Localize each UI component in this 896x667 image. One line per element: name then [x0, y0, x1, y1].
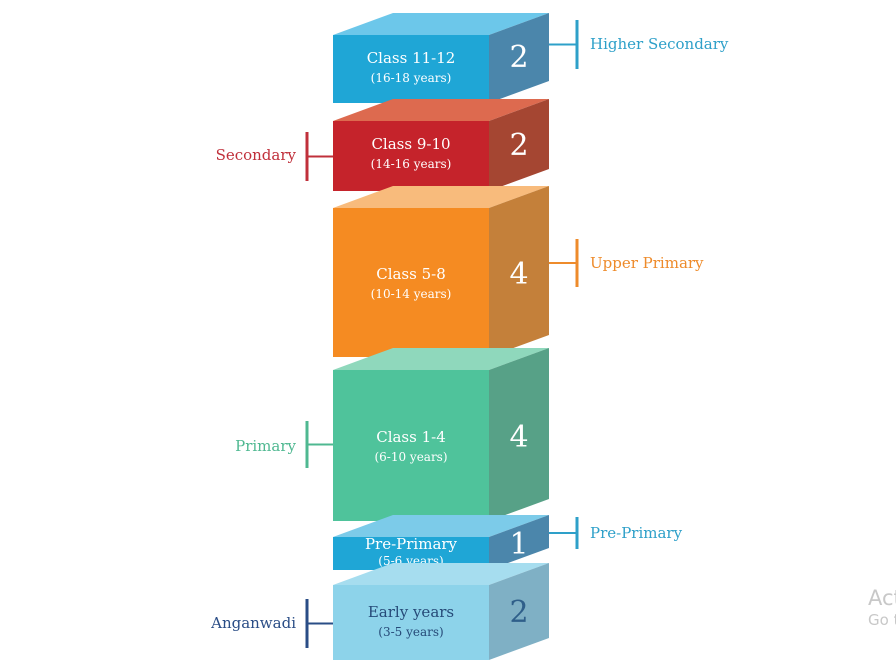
- stage-block-higher-secondary: Class 11-12 (16-18 years) 2: [333, 13, 549, 103]
- block-age-range: (10-14 years): [371, 287, 452, 301]
- stage-bracket: [549, 239, 579, 287]
- stage-label-higher-secondary: Higher Secondary: [590, 35, 729, 53]
- block-class-title: Class 11-12: [367, 49, 456, 67]
- block-class-title: Class 1-4: [376, 428, 446, 446]
- stage-label-anganwadi: Anganwadi: [211, 614, 296, 632]
- block-front-face: [333, 121, 489, 191]
- block-year-count: 4: [509, 257, 528, 292]
- block-front-face: [333, 370, 489, 521]
- block-top-face: [333, 515, 549, 537]
- block-class-title: Pre-Primary: [365, 535, 458, 553]
- stage-bracket: [305, 421, 333, 468]
- block-side-face: [489, 13, 549, 103]
- block-age-range: (6-10 years): [374, 450, 447, 464]
- stage-label-pre-primary: Pre-Primary: [590, 524, 683, 542]
- stage-bracket: [549, 517, 579, 549]
- block-age-range: (14-16 years): [371, 157, 452, 171]
- block-year-count: 2: [509, 595, 528, 630]
- block-class-title: Early years: [368, 603, 454, 621]
- block-year-count: 4: [509, 420, 528, 455]
- block-side-face: [489, 563, 549, 660]
- block-top-face: [333, 99, 549, 121]
- block-side-face: [489, 186, 549, 357]
- block-side-face: [489, 348, 549, 521]
- block-age-range: (3-5 years): [378, 625, 443, 639]
- block-front-face: [333, 35, 489, 103]
- block-side-face: [489, 515, 549, 570]
- block-year-count: 1: [509, 527, 528, 562]
- activation-watermark: Act Go t: [868, 586, 896, 630]
- stage-block-primary: Class 1-4 (6-10 years) 4: [333, 348, 549, 521]
- block-top-face: [333, 186, 549, 208]
- block-top-face: [333, 348, 549, 370]
- stage-block-pre-primary: Pre-Primary(5-6 years)1: [333, 515, 549, 570]
- stage-block-anganwadi: Early years (3-5 years) 2: [333, 563, 549, 660]
- block-top-face: [333, 563, 549, 585]
- watermark-line-1: Act: [868, 586, 896, 610]
- stage-label-primary: Primary: [235, 437, 296, 455]
- block-front-face: [333, 208, 489, 357]
- stage-block-secondary: Class 9-10 (14-16 years) 2: [333, 99, 549, 191]
- stage-label-secondary: Secondary: [215, 146, 296, 164]
- stage-bracket: [549, 20, 579, 69]
- block-age-range: (16-18 years): [371, 71, 452, 85]
- block-class-title: Class 9-10: [371, 135, 450, 153]
- block-year-count: 2: [509, 128, 528, 163]
- watermark-line-2: Go t: [868, 611, 896, 629]
- stage-bracket: [305, 132, 333, 181]
- block-top-face: [333, 13, 549, 35]
- block-class-title: Class 5-8: [376, 265, 446, 283]
- stage-bracket: [305, 599, 333, 648]
- block-side-face: [489, 99, 549, 191]
- stage-block-upper-primary: Class 5-8 (10-14 years) 4: [333, 186, 549, 357]
- stage-label-upper-primary: Upper Primary: [590, 254, 704, 272]
- block-year-count: 2: [509, 40, 528, 75]
- block-front-face: [333, 585, 489, 660]
